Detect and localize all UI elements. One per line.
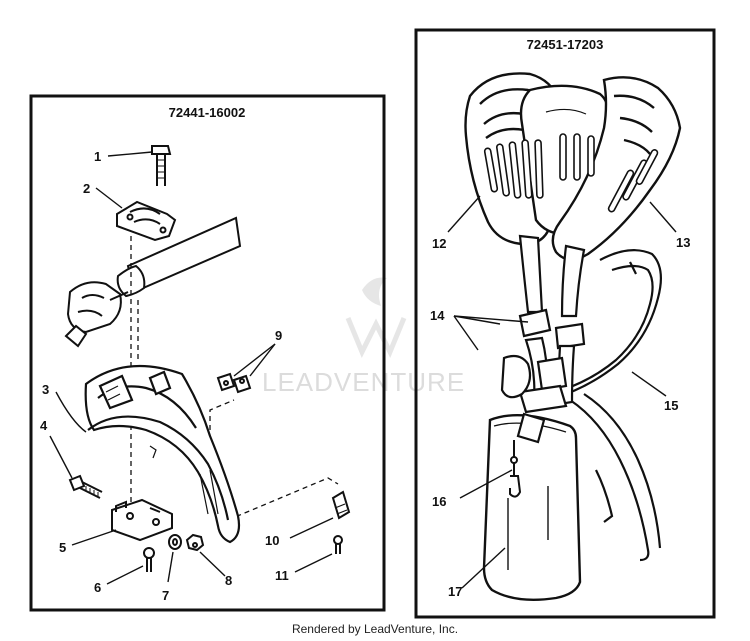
callout-9: 9 (275, 328, 282, 343)
assembly-guides (130, 236, 339, 521)
right-callouts: 12 13 14 15 16 17 (430, 235, 690, 599)
callout-8: 8 (225, 573, 232, 588)
part-hook (509, 440, 522, 498)
part-nut (185, 533, 205, 552)
callout-10: 10 (265, 533, 279, 548)
left-panel: 72441-16002 (29, 94, 386, 612)
part-bracket (111, 498, 173, 542)
callout-3: 3 (42, 382, 49, 397)
part-bolt (151, 145, 172, 186)
callout-11: 11 (275, 568, 289, 583)
watermark-text: LEADVENTURE (262, 367, 465, 397)
part-screw-6 (143, 547, 155, 572)
callout-1: 1 (94, 149, 101, 164)
left-callouts: 1 2 3 4 5 6 7 8 9 10 11 (40, 149, 289, 603)
callout-5: 5 (59, 540, 66, 555)
callout-12: 12 (432, 236, 446, 251)
part-screw-4 (68, 474, 103, 499)
part-side-strap (569, 393, 662, 562)
part-harness-straps (500, 234, 586, 444)
pad-slots (483, 133, 659, 213)
callout-13: 13 (676, 235, 690, 250)
right-part-number: 72451-17203 (527, 37, 604, 52)
callout-7: 7 (162, 588, 169, 603)
right-panel: 72451-17203 (414, 28, 716, 619)
part-back-strap (553, 249, 663, 400)
left-part-number: 72441-16002 (169, 105, 246, 120)
right-leaders (447, 195, 677, 589)
part-blade (331, 490, 351, 520)
left-panel-frame (29, 94, 386, 612)
part-washer (168, 534, 182, 550)
part-clips (216, 372, 252, 394)
left-leaders (49, 151, 334, 585)
right-panel-frame (414, 28, 716, 619)
watermark: LEADVENTURE (262, 277, 465, 397)
part-clamp (116, 200, 177, 242)
part-hip-pad (482, 414, 582, 601)
part-screw-11 (333, 535, 343, 554)
footer-credit: Rendered by LeadVenture, Inc. (292, 622, 458, 636)
part-grass-shield (84, 364, 241, 544)
callout-17: 17 (448, 584, 462, 599)
callout-16: 16 (432, 494, 446, 509)
part-shaft (64, 216, 242, 348)
callout-4: 4 (40, 418, 48, 433)
part-shoulder-pad-right (551, 76, 682, 261)
callout-15: 15 (664, 398, 678, 413)
callout-2: 2 (83, 181, 90, 196)
callout-6: 6 (94, 580, 101, 595)
callout-14: 14 (430, 308, 445, 323)
